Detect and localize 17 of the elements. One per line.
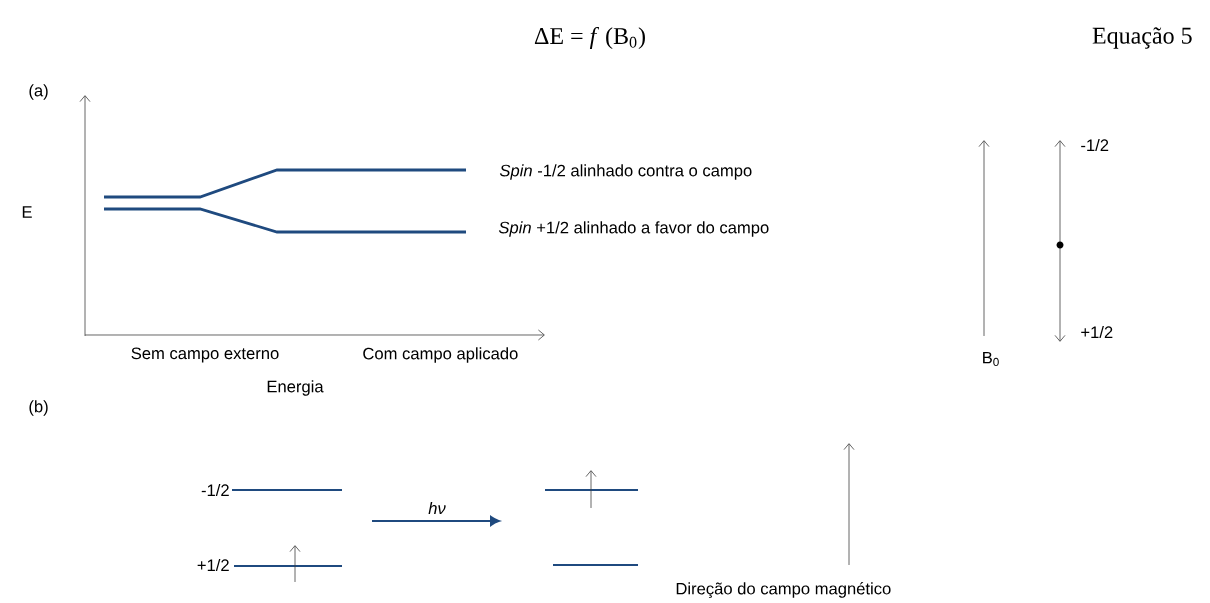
level-label: +1/2 [197,558,229,572]
axis-label: E [22,206,32,218]
panel-label: (b) [29,400,48,416]
level-label: -1/2 [201,483,229,497]
level-label: Spin +1/2 alinhado a favor do campo [498,221,769,237]
level-label: Spin -1/2 alinhado contra o campo [499,164,752,180]
spin-label: +1/2 [1081,325,1113,339]
axis-title: Energia [267,380,324,396]
equation: ΔE = f (B$_{0}$) [534,27,645,49]
field-label: Direção do campo magnético [676,582,891,598]
panel-label: (a) [29,84,48,100]
spin-label: -1/2 [1081,138,1109,152]
equation-number: Equação 5 [1092,27,1192,49]
photon-label: hν [428,502,446,514]
field-label: B$_{0}$ [983,351,999,367]
axis-label: Sem campo externo [131,347,279,363]
axis-label: Com campo aplicado [363,347,518,363]
